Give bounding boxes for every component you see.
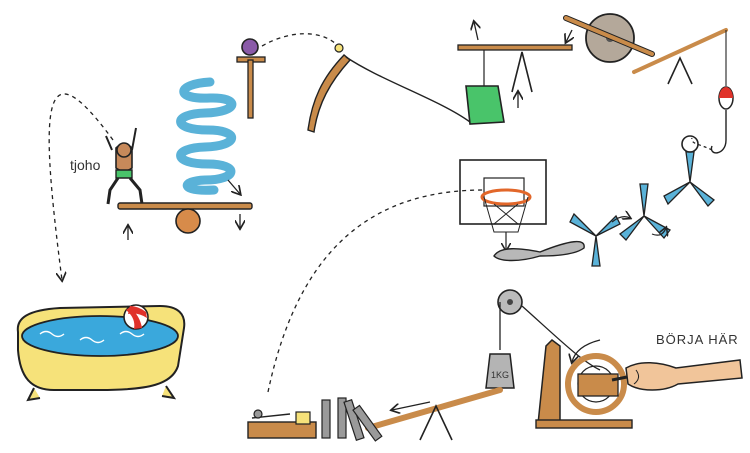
cup-icon (465, 48, 505, 125)
crank-wheel-icon (535, 339, 633, 429)
ball-on-post-icon (236, 38, 266, 119)
pulley-icon (497, 289, 601, 371)
dominoes-icon (321, 397, 383, 442)
ramp-icon (307, 43, 471, 133)
hand-icon (625, 359, 743, 391)
acrobat-figure-icon (105, 127, 144, 205)
trajectory-ball (261, 33, 337, 47)
weight-icon: 1KG (485, 353, 515, 389)
spring-icon (176, 77, 240, 194)
beach-ball-icon (123, 304, 149, 330)
bottom-seesaw-icon (365, 387, 503, 441)
fan-blades-icon (569, 135, 715, 267)
basketball-hoop-icon (459, 159, 547, 250)
trajectory-ball-to-hoop (267, 189, 485, 393)
start-label: BÖRJA HÄR (656, 332, 739, 347)
fishing-rod-icon (632, 28, 728, 86)
bobber-icon (718, 86, 734, 110)
balance-beam-icon (457, 22, 573, 108)
seesaw-icon (117, 202, 253, 240)
mousetrap-icon (247, 409, 317, 439)
trajectory-to-bath (48, 93, 114, 280)
bathtub-icon (16, 304, 186, 402)
fishing-hook-icon (691, 110, 727, 154)
weight-label: 1KG (491, 370, 509, 380)
grindstone-icon (563, 13, 655, 63)
spoon-catapult-icon (493, 241, 585, 262)
shout-label: tjoho (70, 157, 101, 173)
